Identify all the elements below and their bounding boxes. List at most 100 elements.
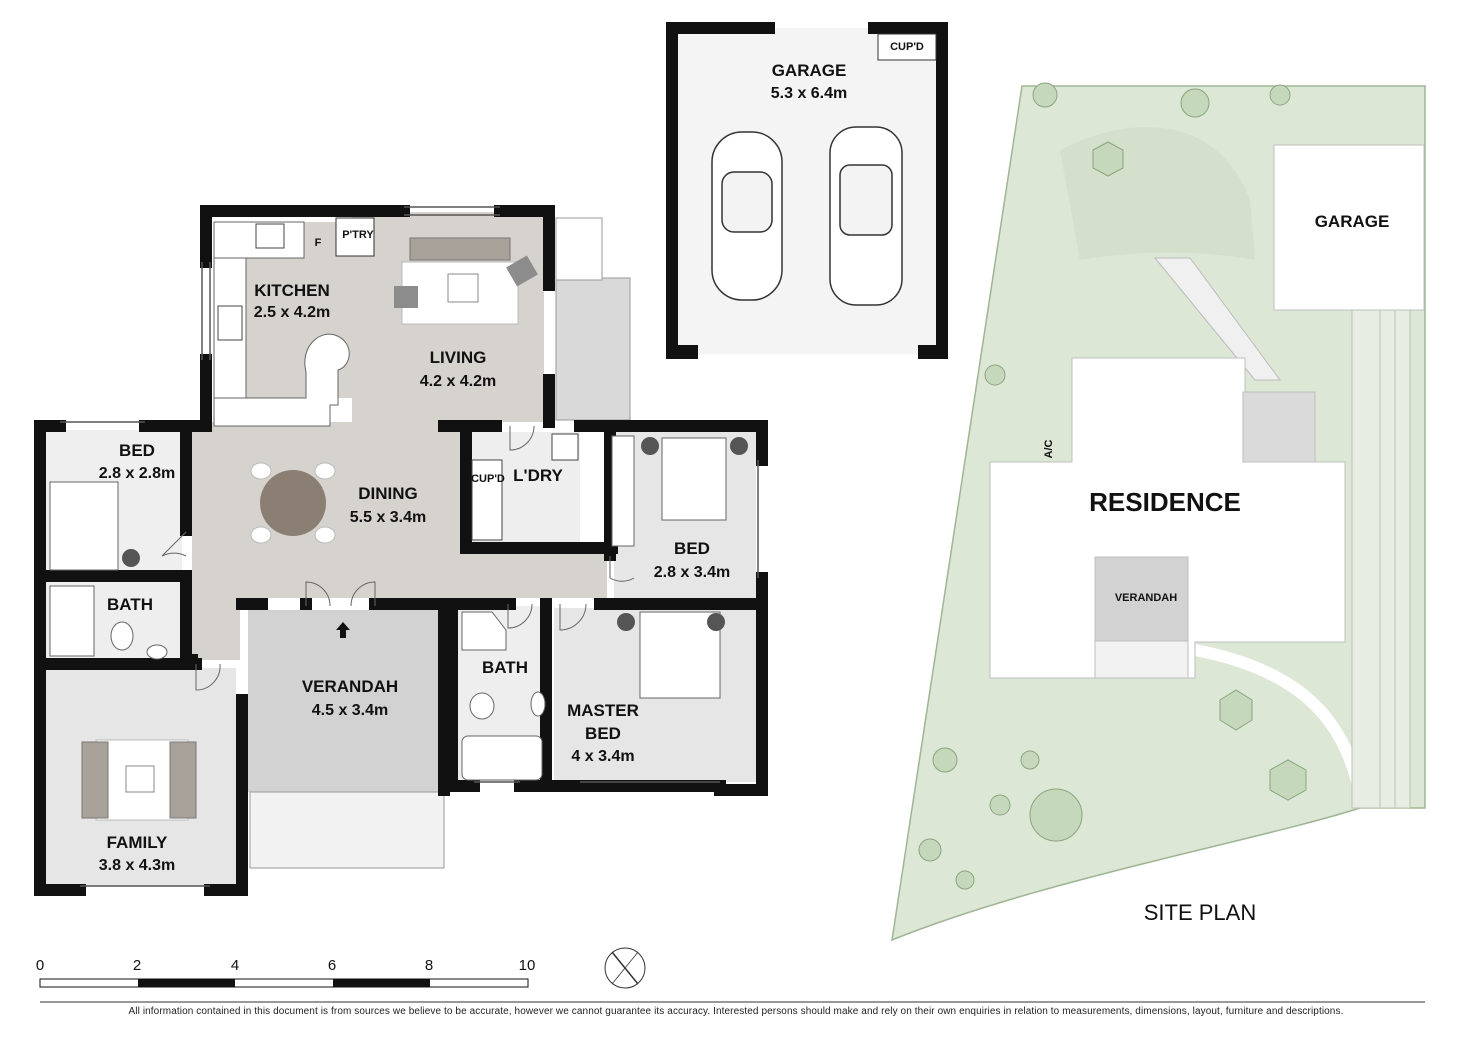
bed2-lamp-right — [730, 437, 748, 455]
scale-bar-outline — [39, 978, 529, 988]
path-entry — [1153, 257, 1281, 381]
garage-walls — [666, 22, 948, 352]
master-lamp-right — [707, 613, 725, 631]
site-verandah-label: VERANDAH — [1115, 592, 1177, 604]
verandah-dim: 4.5 x 3.4m — [312, 702, 389, 719]
wall-laundry — [438, 420, 618, 554]
floor-dining — [192, 422, 462, 598]
living-dim: 4.2 x 4.2m — [420, 373, 497, 390]
master-dim: 4 x 3.4m — [571, 748, 634, 765]
door-bed2 — [609, 556, 635, 582]
family-sofa-right — [169, 741, 197, 819]
wall-mid-top — [574, 420, 768, 796]
sofa — [409, 237, 511, 261]
door-bath2 — [507, 603, 533, 629]
coffee-table — [447, 273, 479, 303]
dining-table — [260, 470, 326, 536]
living-name: LIVING — [430, 348, 487, 367]
door-verandah-left — [305, 581, 331, 607]
fridge-label: F — [315, 237, 322, 249]
scale-bar: 0 2 4 6 8 10 — [36, 957, 536, 988]
cooktop — [255, 223, 285, 249]
site-residence-label: RESIDENCE — [1089, 487, 1241, 517]
family-table — [125, 765, 155, 793]
door-verandah-right — [350, 581, 376, 607]
floor-porch — [555, 277, 631, 421]
floor-verandah-step — [249, 791, 445, 869]
toilet-2 — [469, 692, 495, 720]
laundry-cupboard-label: CUP'D — [471, 473, 505, 485]
laundry-tub — [551, 433, 579, 461]
scale-tick-8: 8 — [425, 957, 433, 974]
site-verandah-step — [1094, 640, 1189, 679]
bed2-dim: 2.8 x 3.4m — [654, 564, 731, 581]
bed2-bed — [661, 437, 727, 521]
master-name-1: MASTER — [567, 701, 639, 720]
dining-name: DINING — [358, 484, 418, 503]
side-strip — [1351, 309, 1411, 809]
scale-bar-seg — [333, 979, 430, 987]
house-walls — [34, 205, 768, 896]
door-bed1 — [161, 531, 187, 557]
kitchen-dim: 2.5 x 4.2m — [254, 304, 331, 321]
site-garage-label: GARAGE — [1315, 212, 1390, 231]
verandah-name: VERANDAH — [302, 677, 398, 696]
house-floors — [44, 212, 756, 886]
armchair-right — [506, 255, 538, 287]
verandah-arrow — [336, 622, 350, 638]
laundry-name: L'DRY — [513, 466, 563, 485]
family-dim: 3.8 x 4.3m — [99, 857, 176, 874]
bath1-name: BATH — [107, 595, 153, 614]
garage-pier-right — [918, 345, 948, 359]
scale-bar-seg — [138, 979, 235, 987]
site-trees — [918, 82, 1307, 890]
wall-bath2 — [446, 598, 586, 792]
bed2-lamp-left — [641, 437, 659, 455]
wall-kitchen-left — [180, 205, 212, 432]
family-name: FAMILY — [107, 833, 168, 852]
site-paving — [1242, 391, 1316, 463]
bathtub — [461, 735, 543, 781]
scale-tick-10: 10 — [519, 957, 536, 974]
laundry-cupboard — [471, 459, 503, 541]
disclaimer: All information contained in this docume… — [128, 1006, 1344, 1017]
site-garage — [1273, 144, 1425, 311]
furniture: F P'TRY CUP'D — [49, 217, 748, 821]
pantry — [335, 217, 375, 257]
master-name-2: BED — [585, 724, 621, 743]
door-laundry — [509, 425, 535, 451]
garage-pier-left — [666, 345, 698, 359]
garage-dim: 5.3 x 6.4m — [771, 85, 848, 102]
bed1-lamp — [122, 549, 140, 567]
scale-tick-4: 4 — [231, 957, 239, 974]
dining-dim: 5.5 x 3.4m — [350, 509, 427, 526]
bed2-name: BED — [674, 539, 710, 558]
floor-porch-step — [555, 217, 603, 281]
basin-2 — [530, 691, 546, 717]
bed2-wardrobe — [611, 435, 635, 547]
shower-2 — [461, 611, 507, 651]
pantry-label: P'TRY — [342, 229, 374, 241]
windows — [60, 206, 759, 887]
car-left — [711, 131, 783, 301]
scale-tick-6: 6 — [328, 957, 336, 974]
doors — [161, 425, 635, 691]
wall-left-lower — [34, 572, 248, 896]
armchair-left — [394, 286, 418, 308]
floor-hall-lower — [192, 598, 240, 660]
site-verandah — [1094, 556, 1189, 642]
dining-chairs — [250, 462, 336, 544]
bed1-dim: 2.8 x 2.8m — [99, 465, 176, 482]
kitchen-name: KITCHEN — [254, 281, 330, 300]
site-plan: GARAGE RESIDENCE VERANDAH A/C SITE PLAN — [891, 82, 1426, 942]
garage-cupboard — [877, 33, 937, 61]
kitchen-island — [213, 333, 350, 427]
garage-cupboard-label: CUP'D — [890, 41, 924, 53]
family-sofa-left — [81, 741, 109, 819]
door-master — [559, 603, 587, 631]
garage-name: GARAGE — [772, 61, 847, 80]
bath2-name: BATH — [482, 658, 528, 677]
door-family — [195, 663, 221, 691]
toilet-1 — [110, 621, 134, 651]
